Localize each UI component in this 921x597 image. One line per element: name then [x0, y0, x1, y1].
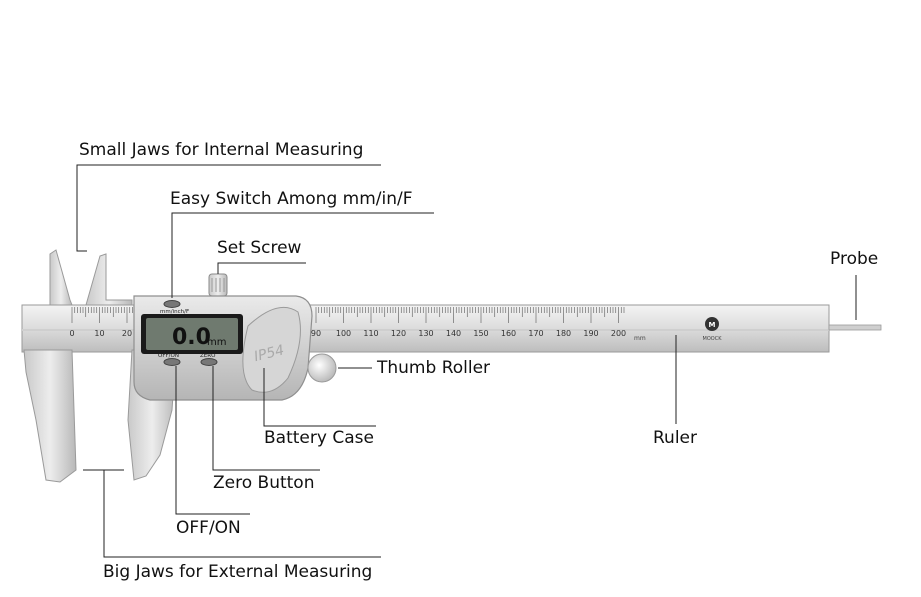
- scale-number: 130: [418, 329, 433, 338]
- scale-number: 170: [528, 329, 543, 338]
- scale-number: 180: [556, 329, 571, 338]
- scale-number: 100: [336, 329, 351, 338]
- label-zero-button: Zero Button: [213, 473, 315, 493]
- label-battery-case: Battery Case: [264, 428, 374, 448]
- scale-ticks-left: [71, 307, 133, 323]
- leader-set-screw: [217, 262, 306, 274]
- thumb-roller[interactable]: [307, 353, 337, 383]
- leader-battery-case: [263, 368, 376, 427]
- scale-number: 120: [391, 329, 406, 338]
- probe: [828, 324, 882, 331]
- zero-button-label: ZERO: [200, 353, 216, 359]
- leader-easy-switch: [171, 212, 434, 298]
- label-off-on: OFF/ON: [176, 518, 241, 538]
- ip-rating: IP54: [252, 342, 285, 365]
- label-set-screw: Set Screw: [217, 238, 302, 258]
- lcd-unit: mm: [207, 337, 226, 348]
- label-easy-switch: Easy Switch Among mm/in/F: [170, 189, 413, 209]
- label-big-jaws: Big Jaws for External Measuring: [103, 562, 373, 582]
- svg-text:M: M: [709, 321, 716, 329]
- brand-name: MOOCK: [703, 336, 723, 342]
- scale-number: 90: [311, 329, 321, 338]
- unit-button-label: mm/inch/F: [160, 309, 189, 315]
- fixed-big-jaw: [23, 349, 77, 483]
- scale-number: 150: [473, 329, 488, 338]
- lcd-reading: 0.0: [172, 325, 211, 350]
- ruler-unit-label: mm: [634, 335, 646, 342]
- zero-button[interactable]: [200, 358, 218, 366]
- scale-numbers-left: 0 10 20: [69, 329, 132, 338]
- unit-switch-button[interactable]: [163, 300, 181, 308]
- scale-number: 20: [122, 329, 132, 338]
- leader-small-jaws: [76, 164, 381, 252]
- label-thumb-roller: Thumb Roller: [377, 358, 491, 378]
- sliding-small-jaw: [85, 253, 133, 306]
- leader-off-on: [175, 366, 250, 515]
- leader-zero-button: [212, 366, 320, 471]
- scale-number: 140: [446, 329, 461, 338]
- off-on-button[interactable]: [163, 358, 181, 366]
- set-screw[interactable]: [208, 273, 228, 297]
- scale-number: 10: [94, 329, 104, 338]
- callout-lines: [76, 164, 857, 558]
- scale-number: 0: [69, 329, 74, 338]
- scale-numbers-right: 90 100 110 120 130 140 150 160 170 180 190 200: [311, 329, 626, 338]
- battery-case: [242, 306, 301, 393]
- scale-ticks-right: [315, 307, 625, 323]
- label-probe: Probe: [830, 249, 879, 269]
- scale-number: 110: [363, 329, 378, 338]
- scale-number: 200: [611, 329, 626, 338]
- leader-big-jaws-b: [103, 470, 381, 558]
- label-small-jaws: Small Jaws for Internal Measuring: [79, 140, 364, 160]
- fixed-small-jaw: [49, 249, 73, 306]
- scale-number: 160: [501, 329, 516, 338]
- label-ruler: Ruler: [653, 428, 697, 448]
- scale-number: 190: [583, 329, 598, 338]
- brand-logo: M: [705, 317, 719, 331]
- off-on-button-label: OFF/ON: [158, 353, 179, 359]
